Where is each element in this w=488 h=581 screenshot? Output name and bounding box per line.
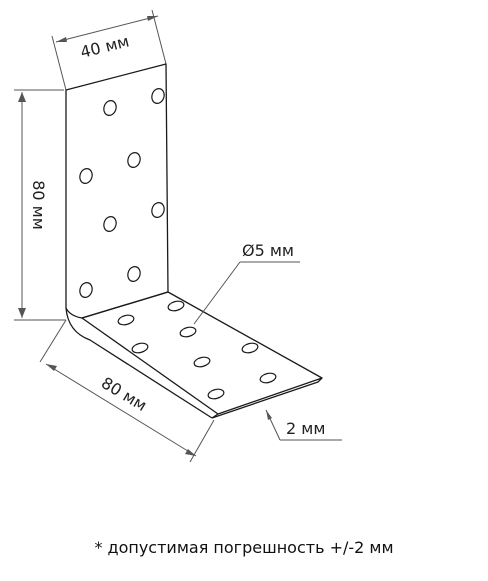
hole	[167, 300, 185, 312]
holes-horizontal	[117, 300, 277, 400]
hole	[127, 266, 141, 282]
hole	[151, 202, 165, 218]
thickness-label: 2 мм	[286, 419, 325, 438]
hole	[259, 372, 277, 384]
hole	[179, 326, 197, 338]
holes-vertical	[79, 88, 165, 298]
hole	[117, 314, 135, 326]
length-label: 80 мм	[98, 373, 150, 415]
bracket	[65, 63, 323, 419]
hole	[103, 100, 117, 116]
hole	[193, 356, 211, 368]
tolerance-footnote: * допустимая погрешность +/-2 мм	[94, 538, 394, 557]
width-label: 40 мм	[78, 31, 131, 61]
height-label: 80 мм	[29, 180, 48, 230]
dimension-width: 40 мм	[51, 9, 167, 91]
hole-label: Ø5 мм	[242, 241, 294, 260]
dimension-height: 80 мм	[14, 89, 66, 321]
dimension-hole: Ø5 мм	[193, 241, 300, 325]
dimension-thickness: 2 мм	[265, 409, 342, 441]
hole	[241, 342, 259, 354]
hole	[79, 168, 93, 184]
hole	[127, 152, 141, 168]
hole	[103, 216, 117, 232]
hole	[131, 342, 149, 354]
hole	[79, 282, 93, 298]
hole	[151, 88, 165, 104]
hole	[207, 388, 225, 400]
dimension-length: 80 мм	[39, 319, 215, 463]
